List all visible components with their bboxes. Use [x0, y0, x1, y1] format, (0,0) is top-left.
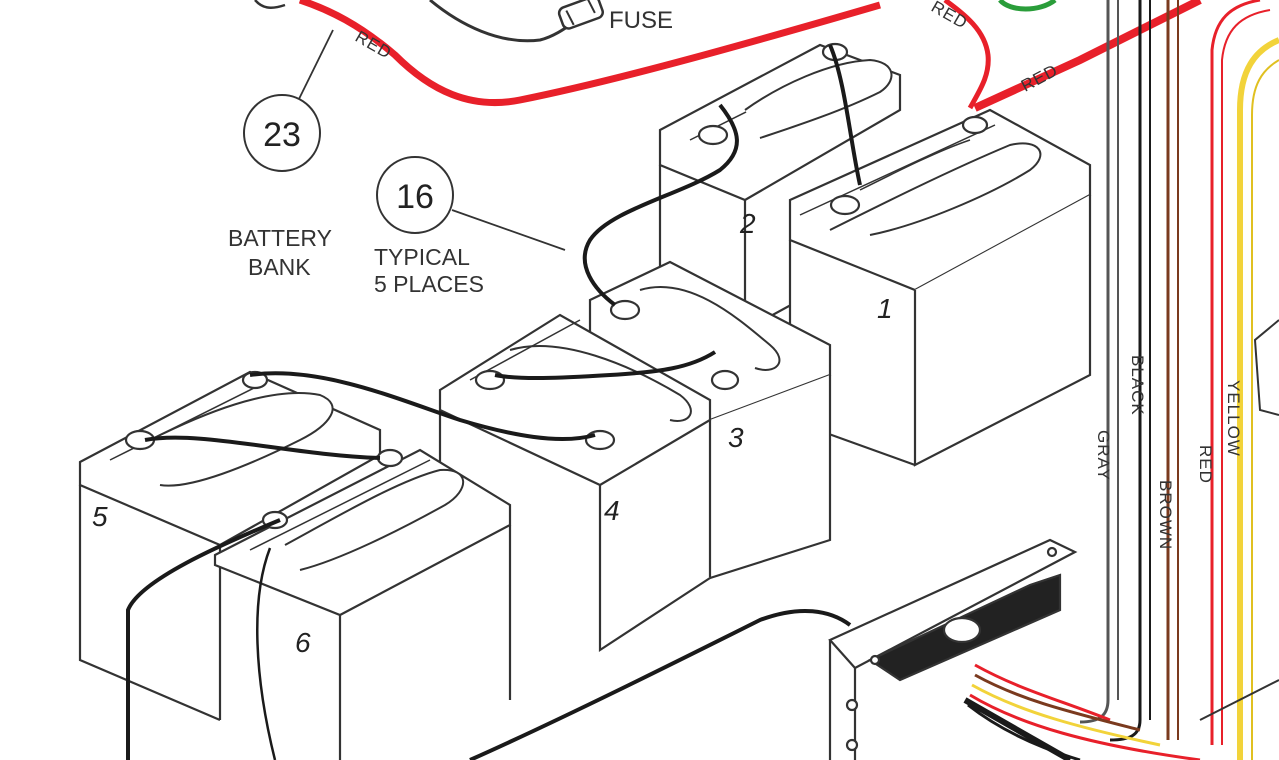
typical-label-line2: 5 PLACES	[374, 271, 484, 297]
battery-6-number: 6	[295, 627, 311, 658]
yellow-wire-label: YELLOW	[1224, 380, 1243, 457]
green-component-edge	[998, 0, 1057, 12]
black-wire-label: BLACK	[1128, 355, 1147, 416]
battery-5	[78, 370, 382, 722]
battery-3-number: 3	[728, 422, 744, 453]
callout-16-circle	[376, 156, 454, 234]
wire-harness	[1079, 0, 1279, 760]
callout-23-leader	[296, 29, 334, 104]
main-red-cable	[298, 0, 881, 107]
battery-4-number: 4	[604, 495, 620, 526]
jumper-cable-5-6	[144, 435, 381, 460]
battery-4	[438, 313, 712, 653]
controller-cable	[963, 697, 1072, 760]
brown-wire-label: BROWN	[1156, 480, 1175, 550]
controller-bracket	[828, 538, 1078, 760]
battery-bank-label-line1: BATTERY	[228, 225, 332, 251]
callout-16-number: 16	[396, 178, 434, 216]
callout-16-leader	[451, 209, 566, 251]
callout-23-circle	[243, 94, 321, 172]
jumper-cable-3-4	[494, 350, 717, 381]
controller-black-cable	[469, 608, 852, 760]
red-wire-label-3: RED	[1018, 60, 1061, 95]
fuse-icon	[557, 0, 604, 30]
red-wire-label-2: RED	[928, 0, 971, 33]
fuse-label: FUSE	[609, 7, 673, 34]
battery-bank-label-line2: BANK	[248, 254, 311, 280]
red-cable-label-1: RED	[352, 27, 395, 63]
red-harness-wire-label: RED	[1196, 445, 1215, 484]
callout-23-number: 23	[263, 116, 301, 154]
battery-2-number: 2	[739, 208, 756, 239]
jumper-cable-2-3	[582, 103, 739, 307]
gray-wire-label: GRAY	[1094, 430, 1113, 481]
jumper-cable-1-2	[828, 44, 862, 186]
thin-lead-wire	[256, 547, 277, 760]
red-wire-to-battery-1	[943, 0, 1202, 112]
connector-wires	[967, 663, 1201, 760]
lower-right-line	[1199, 679, 1279, 721]
battery-1	[788, 108, 1092, 467]
battery-1-number: 1	[877, 293, 893, 324]
jumper-cable-4-5	[249, 371, 596, 441]
partial-callout-circle	[254, 0, 286, 9]
battery-5-number: 5	[92, 501, 108, 532]
main-negative-cable	[126, 518, 281, 760]
side-component-edge	[1253, 319, 1279, 416]
typical-label-line1: TYPICAL	[374, 244, 470, 270]
battery-6	[213, 448, 512, 760]
